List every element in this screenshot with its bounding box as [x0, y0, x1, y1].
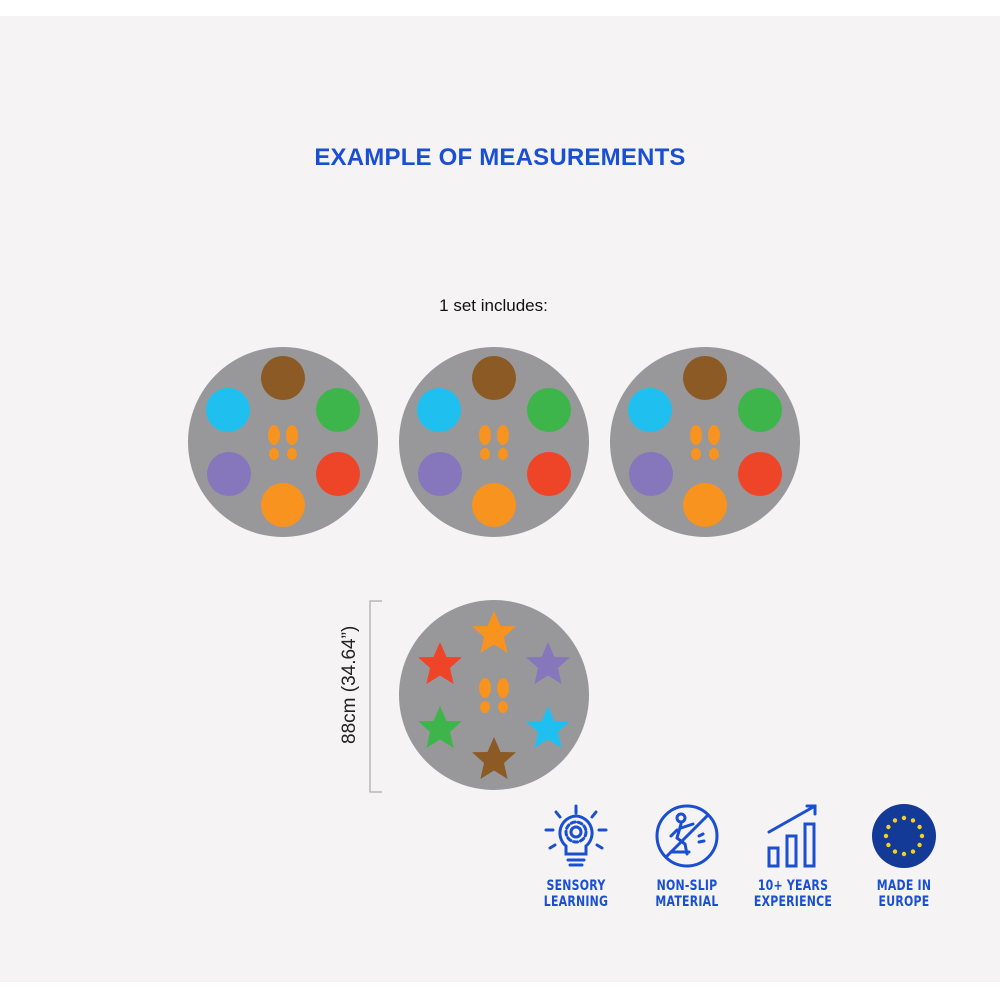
eu-star: [901, 851, 907, 857]
eu-star: [919, 833, 925, 839]
eu-star: [910, 818, 916, 823]
dot-mat-3: [610, 347, 800, 537]
lightbulb-gear-icon: [544, 804, 608, 867]
dimension-bracket: [369, 600, 382, 793]
eu-star: [886, 842, 891, 848]
eu-star: [886, 824, 891, 830]
eu-star: [892, 849, 898, 854]
eu-star: [892, 818, 898, 823]
star-mat: [399, 600, 589, 790]
set-includes-label: 1 set includes:: [439, 296, 548, 315]
dot-mat-1: [188, 347, 378, 537]
eu-flag-icon: [872, 804, 936, 868]
badge-experience: 10+ YEARS EXPERIENCE: [738, 800, 848, 910]
eu-star: [901, 815, 907, 821]
dot-mat-2: [399, 347, 589, 537]
badge-sensory-learning: SENSORY LEARNING: [521, 800, 631, 910]
dimension-label: 88cm (34.64”): [339, 625, 360, 744]
growth-chart-icon: [767, 804, 817, 868]
eu-star: [883, 833, 889, 839]
badge-non-slip: NON-SLIP MATERIAL: [632, 800, 742, 910]
eu-star: [910, 849, 916, 854]
eu-star: [917, 842, 922, 848]
page-title: EXAMPLE OF MEASUREMENTS: [314, 144, 686, 171]
no-slip-icon: [655, 804, 719, 868]
eu-star: [917, 824, 922, 830]
badge-made-in-europe: MADE IN EUROPE: [849, 800, 959, 910]
